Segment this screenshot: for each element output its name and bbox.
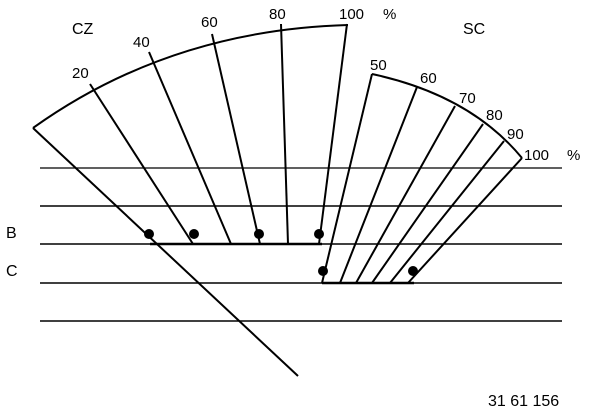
- marker-dot-b-4: [314, 229, 324, 239]
- label-cz: CZ: [72, 21, 94, 38]
- sc-unit: %: [567, 147, 580, 164]
- sc-ray-100: [407, 157, 523, 284]
- cz-tick-80: 80: [269, 6, 286, 23]
- cz-ray-60: [211, 33, 261, 245]
- cz-ray-80: [280, 23, 289, 245]
- sc-tick-50: 50: [370, 57, 387, 74]
- sc-ray-60: [339, 86, 418, 284]
- marker-dot-c-2: [408, 266, 418, 276]
- sc-tick-60: 60: [420, 70, 437, 87]
- label-sc: SC: [463, 21, 485, 38]
- cz-scale-arc: [32, 24, 349, 129]
- cz-tick-20: 20: [72, 65, 89, 82]
- sc-tick-90: 90: [507, 126, 524, 143]
- cz-unit: %: [383, 6, 396, 23]
- marker-dot-b-2: [189, 229, 199, 239]
- sc-tick-100: 100: [524, 147, 549, 164]
- sc-tick-80: 80: [486, 107, 503, 124]
- cz-tick-40: 40: [133, 34, 150, 51]
- cz-tick-100: 100: [339, 6, 364, 23]
- sc-scale-arc: [371, 73, 523, 159]
- sc-ray-80: [371, 123, 484, 284]
- figure-number: 31 61 156: [488, 393, 559, 410]
- sc-ray-90: [389, 140, 505, 284]
- cz-ray-100: [318, 23, 348, 245]
- marker-dot-b-1: [144, 229, 154, 239]
- sc-ray-70: [355, 105, 456, 284]
- label-c: C: [6, 263, 18, 280]
- cz-tick-60: 60: [201, 14, 218, 31]
- sc-ray-50: [321, 73, 373, 284]
- cz-ray-20: [89, 83, 194, 245]
- marker-dot-c-1: [318, 266, 328, 276]
- cz-zero-line: [32, 127, 299, 377]
- label-b: B: [6, 225, 17, 242]
- cz-ray-40: [148, 51, 232, 245]
- marker-dot-b-3: [254, 229, 264, 239]
- sc-tick-70: 70: [459, 90, 476, 107]
